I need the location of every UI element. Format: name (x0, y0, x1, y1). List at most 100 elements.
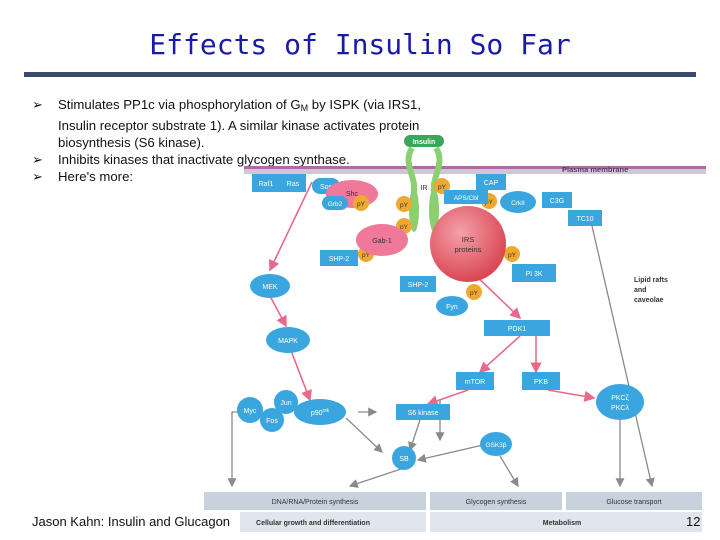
lipid-rafts-text: Lipid rafts (634, 277, 668, 284)
pkb-label: PKB (534, 379, 548, 386)
gab1-node (356, 224, 408, 256)
p90rsk-label: p90rsk (311, 408, 330, 417)
plasma-membrane-label: Plasma membrane (562, 165, 628, 174)
slide-footer: Jason Kahn: Insulin and Glucagon (32, 514, 231, 529)
cellular-bar-label: Cellular growth and differentiation (256, 520, 370, 527)
irs-label-2: proteins (455, 245, 482, 254)
pdk1-node (484, 320, 550, 336)
py-label: pY (485, 199, 494, 206)
sb-label: SB (399, 456, 409, 463)
bullet-text: Stimulates PP1c via phosphorylation of G (58, 97, 301, 112)
mapk-label: MAPK (278, 338, 298, 345)
rsk-superscript: rsk (323, 408, 330, 414)
myc-label: Myc (244, 408, 257, 415)
title-underline (24, 72, 696, 77)
mtor-label: mTOR (465, 379, 485, 386)
tc10-label: TC10 (576, 216, 593, 223)
metabolism-bar-label: Metabolism (543, 520, 582, 527)
py-label: pY (470, 290, 479, 297)
aps-cbl-label: APS/Cbl (454, 195, 479, 202)
gsk3-node (480, 432, 512, 456)
arrowhead-bullet-icon: ➢ (32, 97, 43, 112)
gsk3-label: GSK3β (485, 442, 506, 449)
ir-label: IR (421, 185, 428, 192)
py-label: pY (400, 224, 409, 231)
lipid-rafts-text: and (634, 287, 646, 294)
mek-node (250, 274, 290, 298)
py-marker (504, 246, 520, 262)
pkc-label-2: PKCλ (611, 405, 629, 412)
grb2-label: Grb2 (328, 201, 343, 208)
pi3k-node (512, 264, 556, 282)
glucose-bar-label: Glucose transport (606, 499, 661, 506)
glucose-bar (566, 492, 702, 510)
py-label: pY (357, 201, 366, 208)
tc10-node (568, 210, 602, 226)
mtor-node (456, 372, 494, 390)
jun-label: Jun (280, 400, 291, 407)
py-label: pY (362, 252, 371, 259)
insulin-receptor: Insulin IR (404, 135, 444, 232)
metabolism-bar (430, 512, 702, 532)
py-marker (353, 195, 369, 211)
shp2-node (400, 276, 436, 292)
ras-node (280, 174, 306, 192)
myc-node (237, 397, 263, 423)
bullet-text: Here's more: (58, 169, 134, 184)
bullet-item: ➢ Inhibits kinases that inactivate glyco… (32, 151, 452, 168)
lipid-rafts-label: Lipid rafts and caveolae (634, 277, 668, 304)
fos-node (260, 408, 284, 432)
glycogen-bar (430, 492, 562, 510)
bullet-list: ➢ Stimulates PP1c via phosphorylation of… (32, 96, 452, 185)
pi3k-label: PI 3K (525, 271, 542, 278)
c3g-label: C3G (550, 198, 564, 205)
s6-kinase-label: S6 kinase (408, 410, 439, 417)
insulin-label: Insulin (413, 139, 436, 146)
pathway-arrows (269, 181, 596, 407)
pkc-node (596, 384, 644, 420)
shp2-label: SHP-2 (329, 256, 350, 263)
plasma-membrane: Plasma membrane (244, 165, 706, 174)
cap-label: CAP (484, 180, 499, 187)
page-number: 12 (686, 514, 701, 529)
py-label: pY (400, 202, 409, 209)
bullet-text-cont: by ISPK (via IRS1, Insulin receptor subs… (58, 97, 422, 150)
py-label: pY (438, 184, 447, 191)
crkii-node (500, 191, 536, 213)
s6-kinase-node (396, 404, 450, 420)
fos-label: Fos (266, 418, 278, 425)
aps-cbl-node (444, 190, 488, 204)
dna-bar (204, 492, 426, 510)
raf1-node (252, 174, 280, 192)
py-marker (466, 284, 482, 300)
bullet-item: ➢ Here's more: (32, 168, 452, 185)
shp2-label: SHP-2 (408, 282, 429, 289)
irs-label: IRS (462, 235, 475, 244)
arrowhead-bullet-icon: ➢ (32, 169, 43, 184)
cap-node (476, 174, 506, 190)
bullet-text: Inhibits kinases that inactivate glycoge… (58, 152, 350, 167)
grb2-node (322, 196, 348, 210)
slide-title: Effects of Insulin So Far (149, 28, 571, 61)
dna-bar-label: DNA/RNA/Protein synthesis (272, 499, 359, 506)
arrowhead-bullet-icon: ➢ (32, 152, 43, 167)
sb-node (392, 446, 416, 470)
shp2-node (320, 250, 358, 266)
p90rsk-node (294, 399, 346, 425)
gab1-label: Gab-1 (372, 238, 392, 245)
sos-label: Sos (320, 184, 333, 191)
shc-label: Shc (346, 191, 359, 198)
jun-node (274, 390, 298, 414)
insulin-node (404, 135, 444, 147)
ras-label: Ras (287, 181, 300, 188)
pdk1-label: PDK1 (508, 326, 526, 333)
mapk-node (266, 327, 310, 353)
c3g-node (542, 192, 572, 208)
bullet-subscript: M (300, 103, 309, 113)
glycogen-bar-label: Glycogen synthesis (466, 499, 527, 506)
pkc-label: PKCζ (611, 395, 628, 402)
pkb-node (522, 372, 560, 390)
cellular-bar (240, 512, 426, 532)
irs-proteins-node (430, 206, 506, 282)
